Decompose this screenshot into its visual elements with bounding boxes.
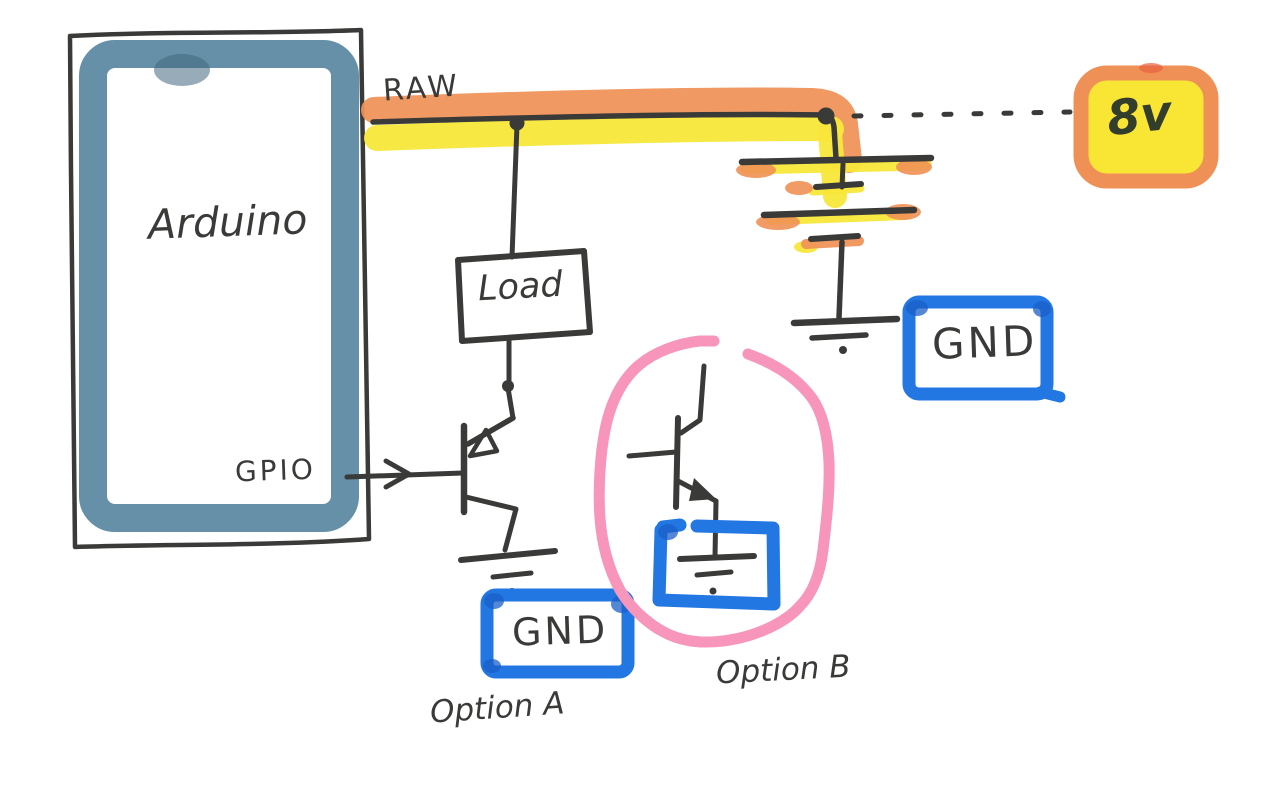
gnd-badge-battery-blotch-2 <box>1033 301 1051 317</box>
battery-plate2-yellow <box>808 183 865 196</box>
gnd-badge-option-b <box>652 518 781 611</box>
gnd-badge-b-box <box>652 521 781 611</box>
arduino-board-marker-blotch <box>154 54 210 86</box>
battery-plate-short-2 <box>808 233 861 242</box>
load-label: Load <box>476 264 564 310</box>
gpio-label: GPIO <box>234 452 317 489</box>
gnd-badge-a-blotch-3 <box>483 659 501 673</box>
transistor-a-collector <box>465 415 516 447</box>
transistor-b-arrow <box>689 478 716 501</box>
load-box-outline <box>455 248 593 344</box>
ground-dot <box>709 587 717 595</box>
arduino-board <box>67 27 372 550</box>
gnd-option-a-label: GND <box>511 607 609 655</box>
battery-plate1-orange-left <box>736 162 776 178</box>
ground-dot <box>839 346 847 354</box>
gnd-badge-battery-blotch-1 <box>906 300 928 316</box>
arduino-label: Arduino <box>147 195 309 249</box>
ground-bar-mid <box>809 332 869 341</box>
transistor-b-collector <box>678 363 707 436</box>
arduino-board-outline <box>67 27 372 550</box>
supply-badge-blotch <box>1139 63 1163 73</box>
battery-plate1-yellow <box>740 155 932 175</box>
battery-plate-long-1 <box>738 154 935 166</box>
raw-wire-orange-highlight <box>361 87 862 173</box>
gnd-badge-battery-tail <box>1034 386 1066 403</box>
transistor-b-base-lead <box>626 449 679 459</box>
battery-plate4-orange <box>801 236 864 249</box>
supply-voltage-label: 8v <box>1104 84 1175 148</box>
option-b-blob <box>593 335 835 648</box>
load-box <box>455 122 593 421</box>
battery-plate1-orange-right <box>896 159 932 175</box>
battery-plate-long-2 <box>760 206 918 219</box>
raw-wire-yellow-highlight <box>364 115 844 151</box>
raw-wire <box>361 87 862 208</box>
ground-bar-long <box>790 315 901 327</box>
gnd-badge-a-blotch-1 <box>484 593 504 609</box>
transistor-option-b <box>626 363 719 560</box>
battery-negative-wire <box>836 239 845 321</box>
gnd-badge-b-top-right <box>690 519 778 535</box>
ground-bar-long <box>458 548 558 563</box>
ground-symbol-battery <box>790 315 901 354</box>
battery-plate-short-1 <box>813 181 864 190</box>
option-b-label: Option B <box>715 648 852 692</box>
option-a-label: Option A <box>428 685 566 731</box>
supply-badge <box>1073 63 1219 189</box>
raw-label: RAW <box>381 68 462 109</box>
ground-bar-mid <box>490 570 534 580</box>
gpio-arrowhead <box>383 458 412 490</box>
gnd-badge-battery-box <box>902 295 1054 401</box>
gnd-battery-label: GND <box>931 316 1039 369</box>
transistor-option-a <box>344 415 519 553</box>
gnd-badge-battery <box>902 295 1066 403</box>
arduino-board-marker-border <box>79 40 359 532</box>
transistor-a-arrow <box>467 427 500 459</box>
battery-plate2-orange-left <box>785 181 813 195</box>
battery-symbol <box>736 154 935 321</box>
dotted-link-to-supply <box>851 109 1073 119</box>
load-wire-top <box>509 122 520 260</box>
transistor-a-emitter <box>463 494 519 553</box>
gnd-badge-b-blotch <box>658 524 678 540</box>
transistor-b-base-bar <box>673 415 681 510</box>
supply-badge-box <box>1073 65 1219 189</box>
gnd-badge-a-box <box>480 588 635 679</box>
ground-bar-long <box>677 553 757 562</box>
junction-dot-battery <box>817 107 835 125</box>
ground-bar-mid <box>694 569 734 578</box>
collector-wire <box>505 385 516 421</box>
